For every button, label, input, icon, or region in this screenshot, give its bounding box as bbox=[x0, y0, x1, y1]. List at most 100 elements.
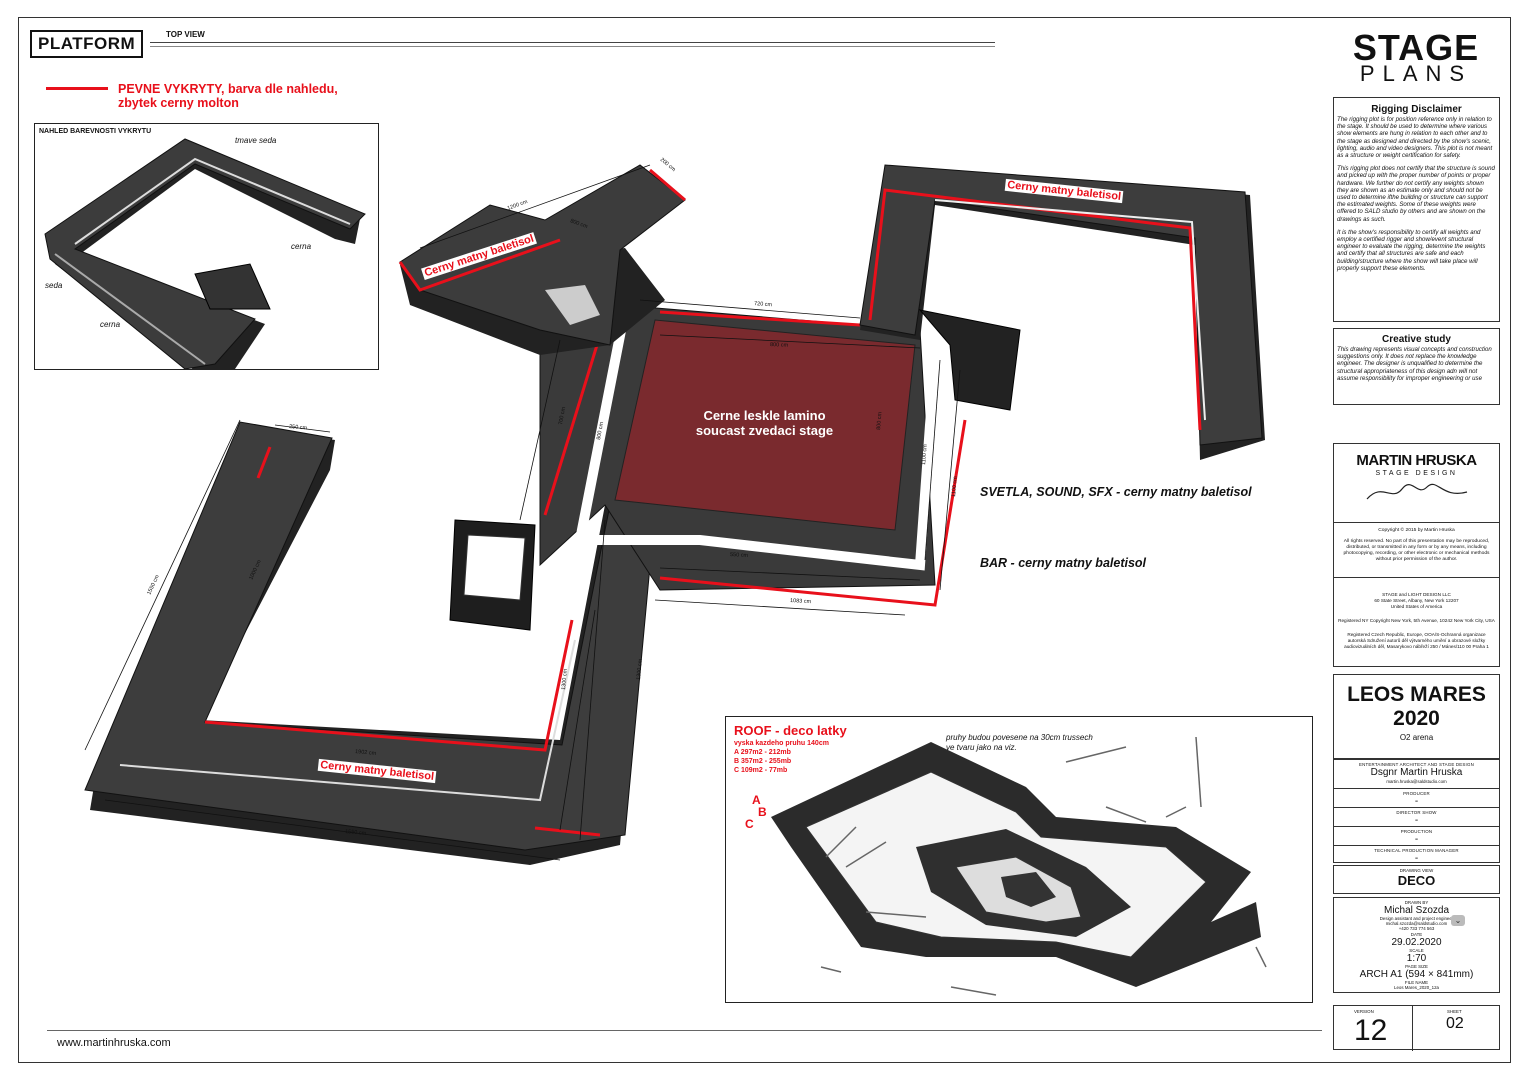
sheet-label: SHEET bbox=[1447, 1009, 1462, 1014]
dimension-lines bbox=[84, 164, 961, 861]
legend-line-2: zbytek cerny molton bbox=[118, 96, 239, 110]
page-size-label: PAGE SIZE bbox=[1405, 964, 1428, 969]
website-link[interactable]: www.martinhruska.com bbox=[57, 1037, 171, 1049]
stage-red-edge bbox=[659, 310, 861, 327]
roof-title: ROOF - deco latky bbox=[734, 723, 847, 738]
dimension-label: 800 cm bbox=[596, 421, 605, 440]
drawn-by-contact-2: +420 733 774 563 bbox=[1398, 926, 1435, 931]
left-box-inner bbox=[463, 534, 526, 601]
roof-trusses bbox=[820, 736, 1267, 996]
roof-subtitle: vyska kazdeho pruhu 140cm bbox=[734, 740, 829, 747]
creative-study: Creative study This drawing represents v… bbox=[1333, 328, 1500, 405]
preview-drawing bbox=[44, 138, 366, 369]
row-director-value: - bbox=[1414, 815, 1419, 826]
roof-note-2: ve tvaru jako na viz. bbox=[946, 743, 1017, 752]
roof-letter-c: C bbox=[745, 817, 754, 831]
dimension-label: 550 cm bbox=[730, 552, 749, 559]
preview-label-1: tmave seda bbox=[235, 136, 277, 145]
dimension-label: 1100 cm bbox=[951, 476, 959, 498]
address-4: Registered NY Copyright New York, 5th Av… bbox=[1338, 618, 1495, 623]
file-name-value: Leos Mares_2020_12a bbox=[1394, 985, 1439, 990]
version-divider bbox=[1412, 1006, 1413, 1051]
page-size-value: ARCH A1 (594 × 841mm) bbox=[1359, 969, 1474, 980]
dimension-label: 1300 cm bbox=[636, 658, 644, 680]
row-tpm-value: - bbox=[1414, 853, 1419, 864]
drawing-view-value: DECO bbox=[1397, 873, 1436, 888]
roof-line-a: A 297m2 - 212mb bbox=[734, 749, 791, 756]
row-producer: PRODUCER - bbox=[1333, 789, 1500, 808]
version-value: 12 bbox=[1354, 1014, 1388, 1047]
file-name-label: FILE NAME bbox=[1404, 980, 1429, 985]
row-designer-label: ENTERTAINMENT ARCHITECT AND STAGE DESIGN bbox=[1359, 762, 1474, 767]
legend-text: PEVNE VYKRYTY, barva dle nahledu, zbytek… bbox=[118, 82, 338, 110]
scale-label: SCALE bbox=[1409, 948, 1424, 953]
top-view-label: TOP VIEW bbox=[166, 30, 205, 39]
roof-letter-a: A bbox=[752, 793, 761, 807]
signature-icon bbox=[1366, 483, 1467, 500]
address-5: Registered Czech Republic, Europe, OOA/S… bbox=[1344, 632, 1489, 649]
copyright-2: All rights reserved. No part of this pre… bbox=[1343, 539, 1490, 562]
stage-floor-label-1: Cerne leskle lamino bbox=[703, 408, 826, 423]
row-designer-value: Dsgnr Martin Hruska bbox=[1370, 767, 1463, 778]
stage-white-walkway bbox=[573, 309, 940, 571]
roof-lines: vyska kazdeho pruhu 140cm A 297m2 - 212m… bbox=[734, 739, 829, 775]
dimension-label: 800 cm bbox=[770, 342, 789, 349]
project-title-1: LEOS MARES bbox=[1347, 683, 1486, 706]
drawn-by-box: DRAWN BY Michal Szozda Design assistant … bbox=[1333, 897, 1500, 993]
address-2: 60 State Street, Albany, New York 12207 bbox=[1374, 598, 1459, 603]
scale-value: 1:70 bbox=[1406, 953, 1427, 964]
row-designer-sub: martin.hruska@saldstudio.com bbox=[1386, 779, 1447, 784]
callout-bar: BAR - cerny matny baletisol bbox=[980, 556, 1147, 570]
row-tpm: TECHNICAL PRODUCTION MANAGER - bbox=[1333, 846, 1500, 864]
copyright-box: Copyright © 2015 by Martin Hruska All ri… bbox=[1333, 522, 1500, 578]
disclaimer-p2: This rigging plot does not certify that … bbox=[1337, 165, 1495, 223]
dimension-label: 1083 cm bbox=[790, 598, 812, 605]
dimension-label: 1300 cm bbox=[561, 668, 569, 690]
dimension-label: 250 cm bbox=[289, 424, 308, 432]
creative-title: Creative study bbox=[1382, 334, 1451, 345]
right-box bbox=[918, 309, 1021, 411]
designer-name: MARTIN HRUSKA bbox=[1356, 452, 1477, 469]
left-platform-white-edge bbox=[119, 639, 576, 802]
dimension-label: 1100 cm bbox=[921, 444, 929, 466]
stage-red-edge-3 bbox=[543, 344, 599, 516]
dimension-label: 800 cm bbox=[569, 218, 588, 230]
top-wing-opening bbox=[545, 285, 600, 325]
row-producer-value: - bbox=[1414, 796, 1419, 807]
date-label: DATE bbox=[1410, 932, 1423, 937]
dimension-label: 1550 cm bbox=[345, 829, 367, 837]
designer-logo: MARTIN HRUSKA STAGE DESIGN bbox=[1333, 443, 1500, 523]
roof-drawing bbox=[771, 736, 1267, 996]
page-frame bbox=[18, 17, 1511, 1063]
designer-sub: STAGE DESIGN bbox=[1375, 470, 1458, 477]
dimension-label: 700 cm bbox=[558, 406, 567, 425]
dimension-label: 1902 cm bbox=[355, 749, 377, 757]
preview-label-2: cerna bbox=[291, 242, 312, 251]
callout-lights: SVETLA, SOUND, SFX - cerny matny baletis… bbox=[980, 485, 1252, 499]
rigging-disclaimer: Rigging Disclaimer The rigging plot is f… bbox=[1333, 97, 1500, 322]
top-wing-red-edge bbox=[398, 238, 561, 292]
stage-floor bbox=[614, 319, 916, 531]
sheet-value: 02 bbox=[1446, 1015, 1464, 1032]
expand-chevron-icon[interactable]: ⌄ bbox=[1451, 915, 1465, 926]
address-1: STAGE and LIGHT DESIGN LLC bbox=[1382, 592, 1451, 597]
row-producer-label: PRODUCER bbox=[1403, 791, 1430, 796]
copyright-1: Copyright © 2015 by Martin Hruska bbox=[1378, 528, 1455, 533]
row-production: PRODUCTION - bbox=[1333, 827, 1500, 846]
right-platform-side bbox=[860, 165, 1265, 460]
dimension-label: 800 cm bbox=[876, 411, 884, 430]
top-wing-red-edge-2 bbox=[649, 168, 686, 202]
left-platform-red-edge-3 bbox=[534, 826, 601, 837]
brand-stage: STAGE bbox=[1352, 27, 1480, 68]
roof-box: ROOF - deco latky vyska kazdeho pruhu 14… bbox=[725, 716, 1313, 1003]
version-label: VERSION bbox=[1354, 1009, 1374, 1014]
header-rule bbox=[150, 42, 995, 47]
disclaimer-p1: The rigging plot is for position referen… bbox=[1337, 116, 1493, 160]
brand-plans: PLANS bbox=[1359, 61, 1473, 86]
drawing-view-label: DRAWING VIEW bbox=[1399, 868, 1434, 873]
drawn-by-role: Design assistant and project engineer bbox=[1379, 916, 1454, 921]
dimension-label: 720 cm bbox=[754, 301, 773, 308]
creative-text: This drawing represents visual concepts … bbox=[1337, 346, 1492, 382]
roof-note-1: pruhy budou povesene na 30cm trussech bbox=[946, 733, 1093, 742]
